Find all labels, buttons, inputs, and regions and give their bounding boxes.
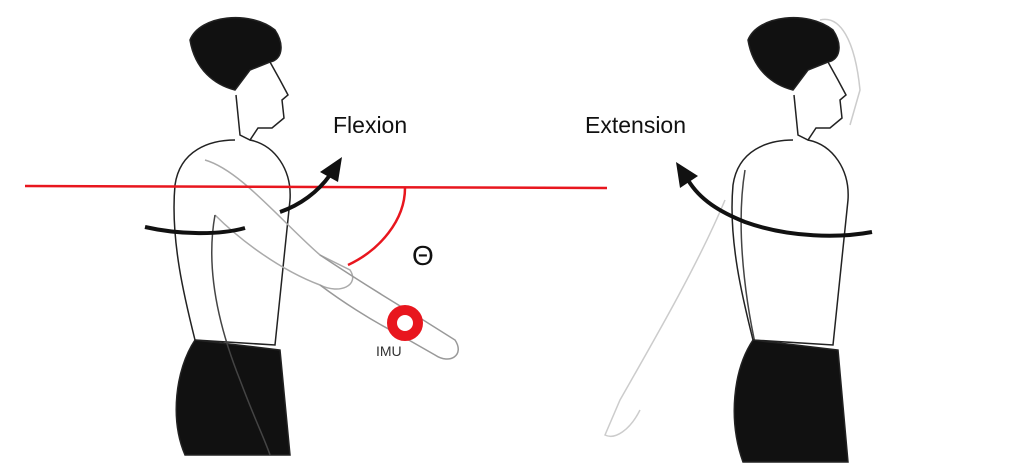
left-shorts — [175, 339, 291, 456]
imu-sensor-marker — [387, 305, 423, 341]
left-figure — [173, 17, 459, 456]
horizontal-reference-line — [24, 184, 608, 190]
angle-arc — [347, 187, 407, 267]
extension-arrow-icon — [676, 162, 698, 188]
extension-rotation-arc — [686, 178, 873, 238]
right-ghost-arm — [604, 199, 726, 437]
flexion-rotation-arc — [144, 173, 332, 236]
flexion-arrow-icon — [320, 157, 342, 182]
right-shorts — [733, 339, 849, 463]
flexion-label: Flexion — [333, 112, 408, 138]
imu-label: IMU — [376, 343, 402, 359]
angle-theta-label: Θ — [412, 240, 434, 271]
right-ghost-head — [819, 18, 861, 126]
left-upper-arm — [204, 159, 354, 290]
left-forearm — [319, 254, 459, 360]
left-hanging-arm — [211, 214, 271, 456]
left-face — [235, 61, 289, 141]
extension-label: Extension — [585, 112, 687, 138]
left-torso — [173, 139, 291, 346]
left-head-hair — [189, 17, 282, 91]
right-figure — [604, 17, 861, 463]
right-torso — [731, 139, 849, 346]
right-head-hair — [747, 17, 840, 91]
right-face — [793, 61, 847, 141]
